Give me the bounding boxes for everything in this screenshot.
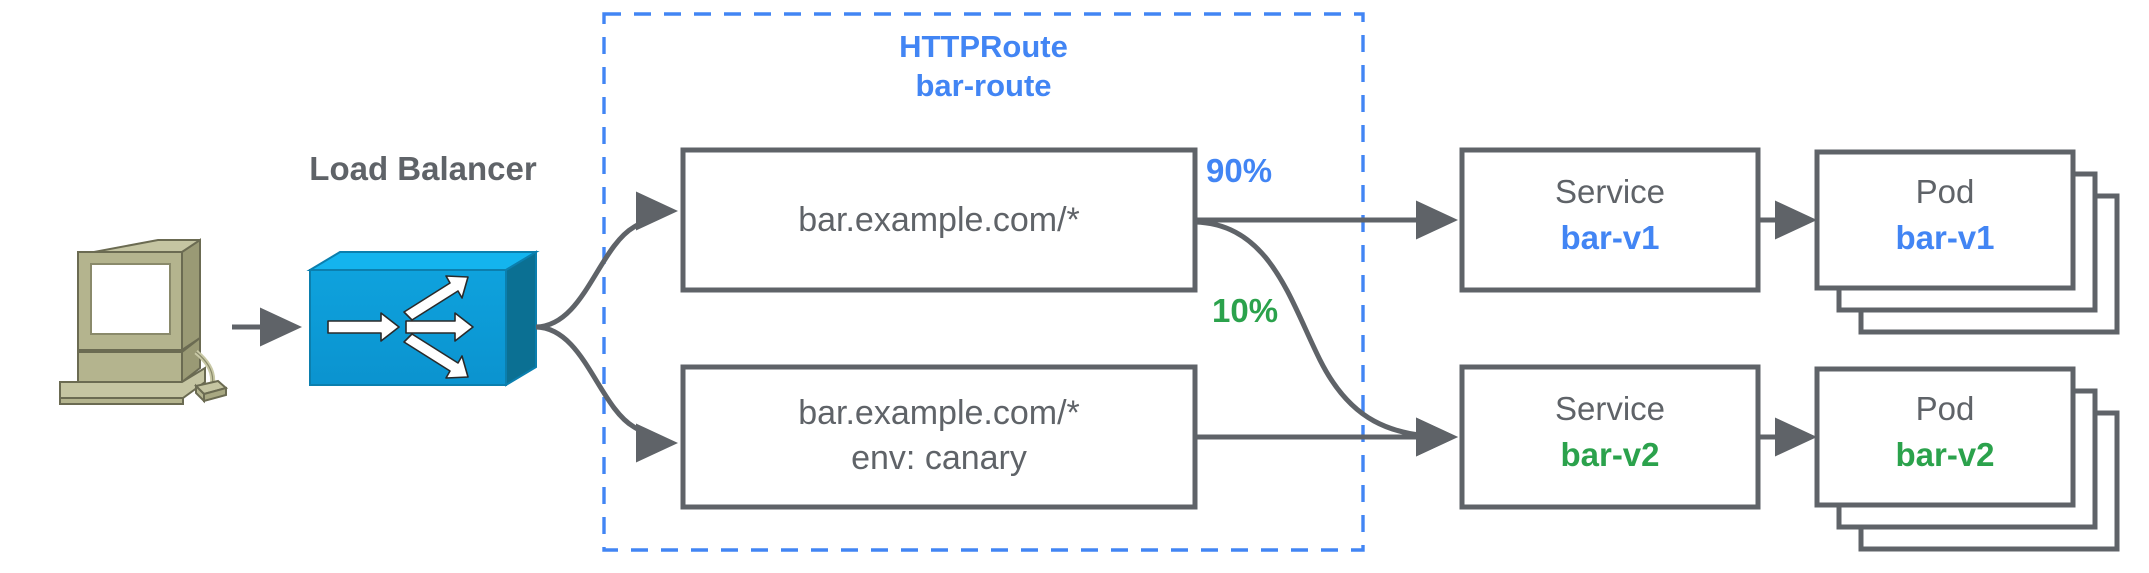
route-primary-match-text: bar.example.com/* — [798, 201, 1080, 239]
arrow-lb-to-route-primary — [535, 191, 679, 330]
httproute-group-title: HTTPRoute bar-route — [604, 28, 1363, 106]
service-v2-kind-label: Service — [1554, 390, 1666, 427]
weight-label-10: 10% — [1212, 292, 1279, 329]
route-box-primary[interactable] — [680, 147, 1198, 293]
service-v1-kind-label: Service — [1554, 173, 1666, 210]
arrow-route-to-service-v2-10 — [1194, 219, 1459, 457]
pod-stack-bar-v2[interactable] — [1814, 366, 2120, 552]
load-balancer-label: Load Balancer — [309, 150, 537, 187]
route-box-canary[interactable] — [680, 364, 1198, 510]
route-canary-match-header: env: canary — [851, 439, 1027, 477]
pod-v1-kind-label: Pod — [1915, 173, 1975, 210]
httproute-name-label: bar-route — [915, 67, 1052, 103]
computer-workstation-icon — [59, 238, 229, 405]
httproute-group-boundary — [602, 12, 1365, 552]
pod-v2-kind-label: Pod — [1915, 390, 1975, 427]
pod-v1-name-label: bar-v1 — [1895, 219, 1995, 256]
pod-v2-name-label: bar-v2 — [1895, 436, 1995, 473]
weight-label-90: 90% — [1206, 152, 1273, 189]
pod-stack-bar-v1[interactable] — [1814, 149, 2120, 335]
httproute-kind-label: HTTPRoute — [899, 29, 1068, 64]
arrow-lb-to-route-canary — [535, 324, 679, 463]
load-balancer-switch-icon — [306, 250, 540, 387]
route-canary-match-host: bar.example.com/* — [798, 394, 1080, 432]
service-v1-name-label: bar-v1 — [1560, 219, 1660, 256]
service-v2-name-label: bar-v2 — [1560, 436, 1660, 473]
